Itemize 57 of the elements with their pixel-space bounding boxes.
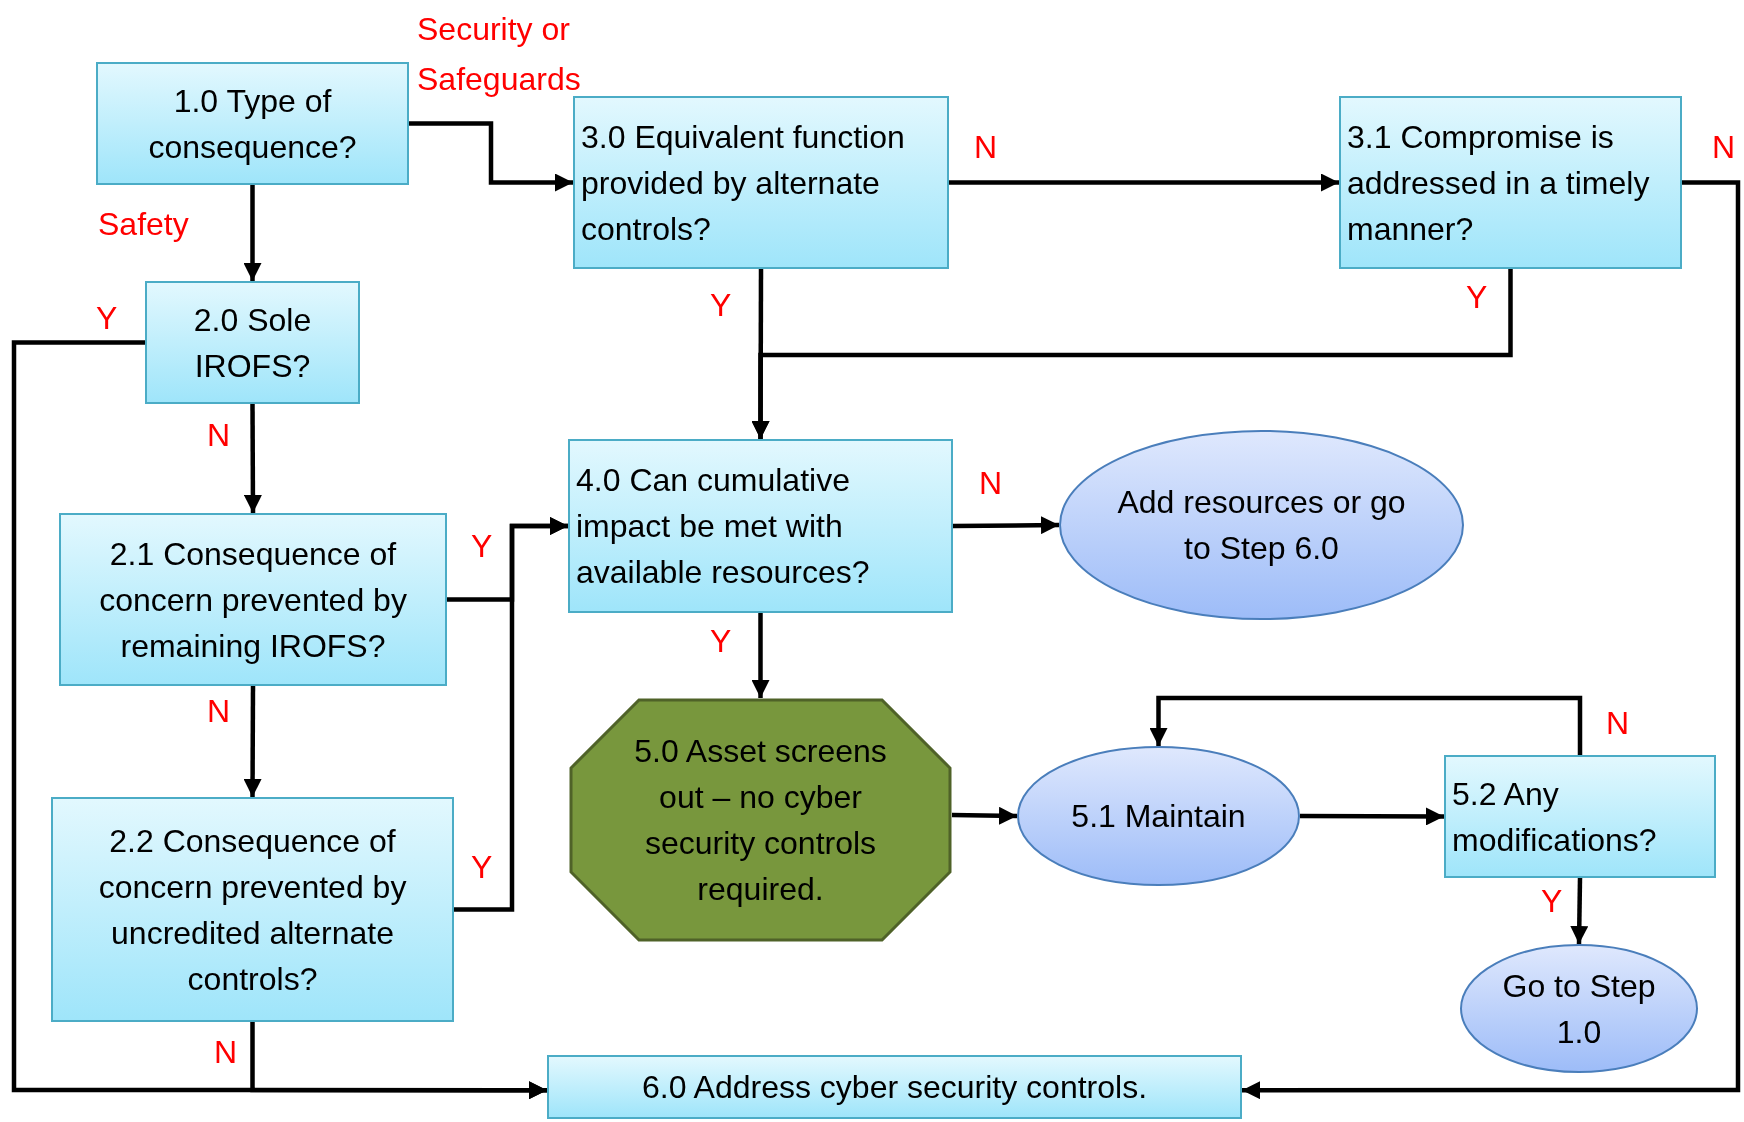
terminal-ellipse <box>1460 944 1698 1073</box>
node-text: 5.1 Maintain <box>1070 797 1247 836</box>
edge-label: Y <box>1466 278 1488 316</box>
connector-arrow <box>1570 877 1589 945</box>
edge-label: N <box>1712 128 1736 166</box>
edge-label: N <box>207 692 231 730</box>
connector-arrow <box>243 686 262 797</box>
edge-label: N <box>974 128 998 166</box>
terminal-ellipse <box>1059 430 1464 620</box>
node-text: 3.1 Compromise is addressed in a timely manner? <box>1347 117 1651 249</box>
process-box <box>145 281 360 404</box>
process-box <box>59 513 447 686</box>
connector-arrow <box>951 806 1018 825</box>
terminal-ellipse <box>1017 746 1300 886</box>
edge-label: N <box>214 1033 238 1071</box>
node-text: 2.1 Consequence of concern prevented by remaining IROFS? <box>98 534 408 666</box>
connector-arrow <box>751 269 1513 439</box>
connector-arrow <box>1149 695 1583 755</box>
connector-arrow <box>1300 807 1444 826</box>
octagon-node <box>569 698 952 942</box>
node-text: 6.0 Address cyber security controls. <box>640 1068 1149 1107</box>
node-text: 2.0 Sole IROFS? <box>192 300 313 386</box>
edge-label: N <box>207 416 231 454</box>
edge-label: Y <box>471 848 493 886</box>
process-box <box>1444 755 1716 878</box>
edge-label: Y <box>471 527 493 565</box>
connector-arrow <box>454 517 568 912</box>
connector-arrow <box>250 1022 547 1100</box>
node-text: Add resources or go to Step 6.0 <box>1116 483 1407 568</box>
connector-arrow <box>243 404 262 513</box>
connector-arrow <box>1242 180 1741 1100</box>
connector-arrow <box>243 185 262 281</box>
process-box <box>51 797 454 1022</box>
edge-label: Y <box>96 299 118 337</box>
node-text: 1.0 Type of consequence? <box>147 81 358 167</box>
process-box <box>96 62 409 185</box>
edge-label: Security or Safeguards <box>417 10 582 99</box>
edge-label: Y <box>710 286 732 324</box>
edge-label: N <box>1606 704 1630 742</box>
process-box <box>1339 96 1682 269</box>
edge-label: Safety <box>98 205 189 243</box>
process-box <box>573 96 949 269</box>
process-box <box>568 439 953 613</box>
connector-arrow <box>409 121 573 192</box>
edge-label: Y <box>1541 882 1563 920</box>
node-text: 4.0 Can cumulative impact be met with available resources? <box>576 461 871 592</box>
edge-label: Y <box>710 622 732 660</box>
node-text: 3.0 Equivalent function provided by alternate controls? <box>581 117 906 249</box>
connector-arrow <box>949 173 1339 192</box>
connector-arrow <box>952 516 1060 535</box>
edge-label: N <box>979 464 1003 502</box>
process-box <box>547 1055 1242 1119</box>
node-text: 5.0 Asset screens out – no cyber security controls required. <box>633 732 888 909</box>
node-text: 2.2 Consequence of concern prevented by uncredited alternate controls? <box>97 821 408 999</box>
node-text: 5.2 Any modifications? <box>1452 774 1658 860</box>
connector-arrow <box>751 613 770 698</box>
node-text: Go to Step 1.0 <box>1501 966 1657 1052</box>
